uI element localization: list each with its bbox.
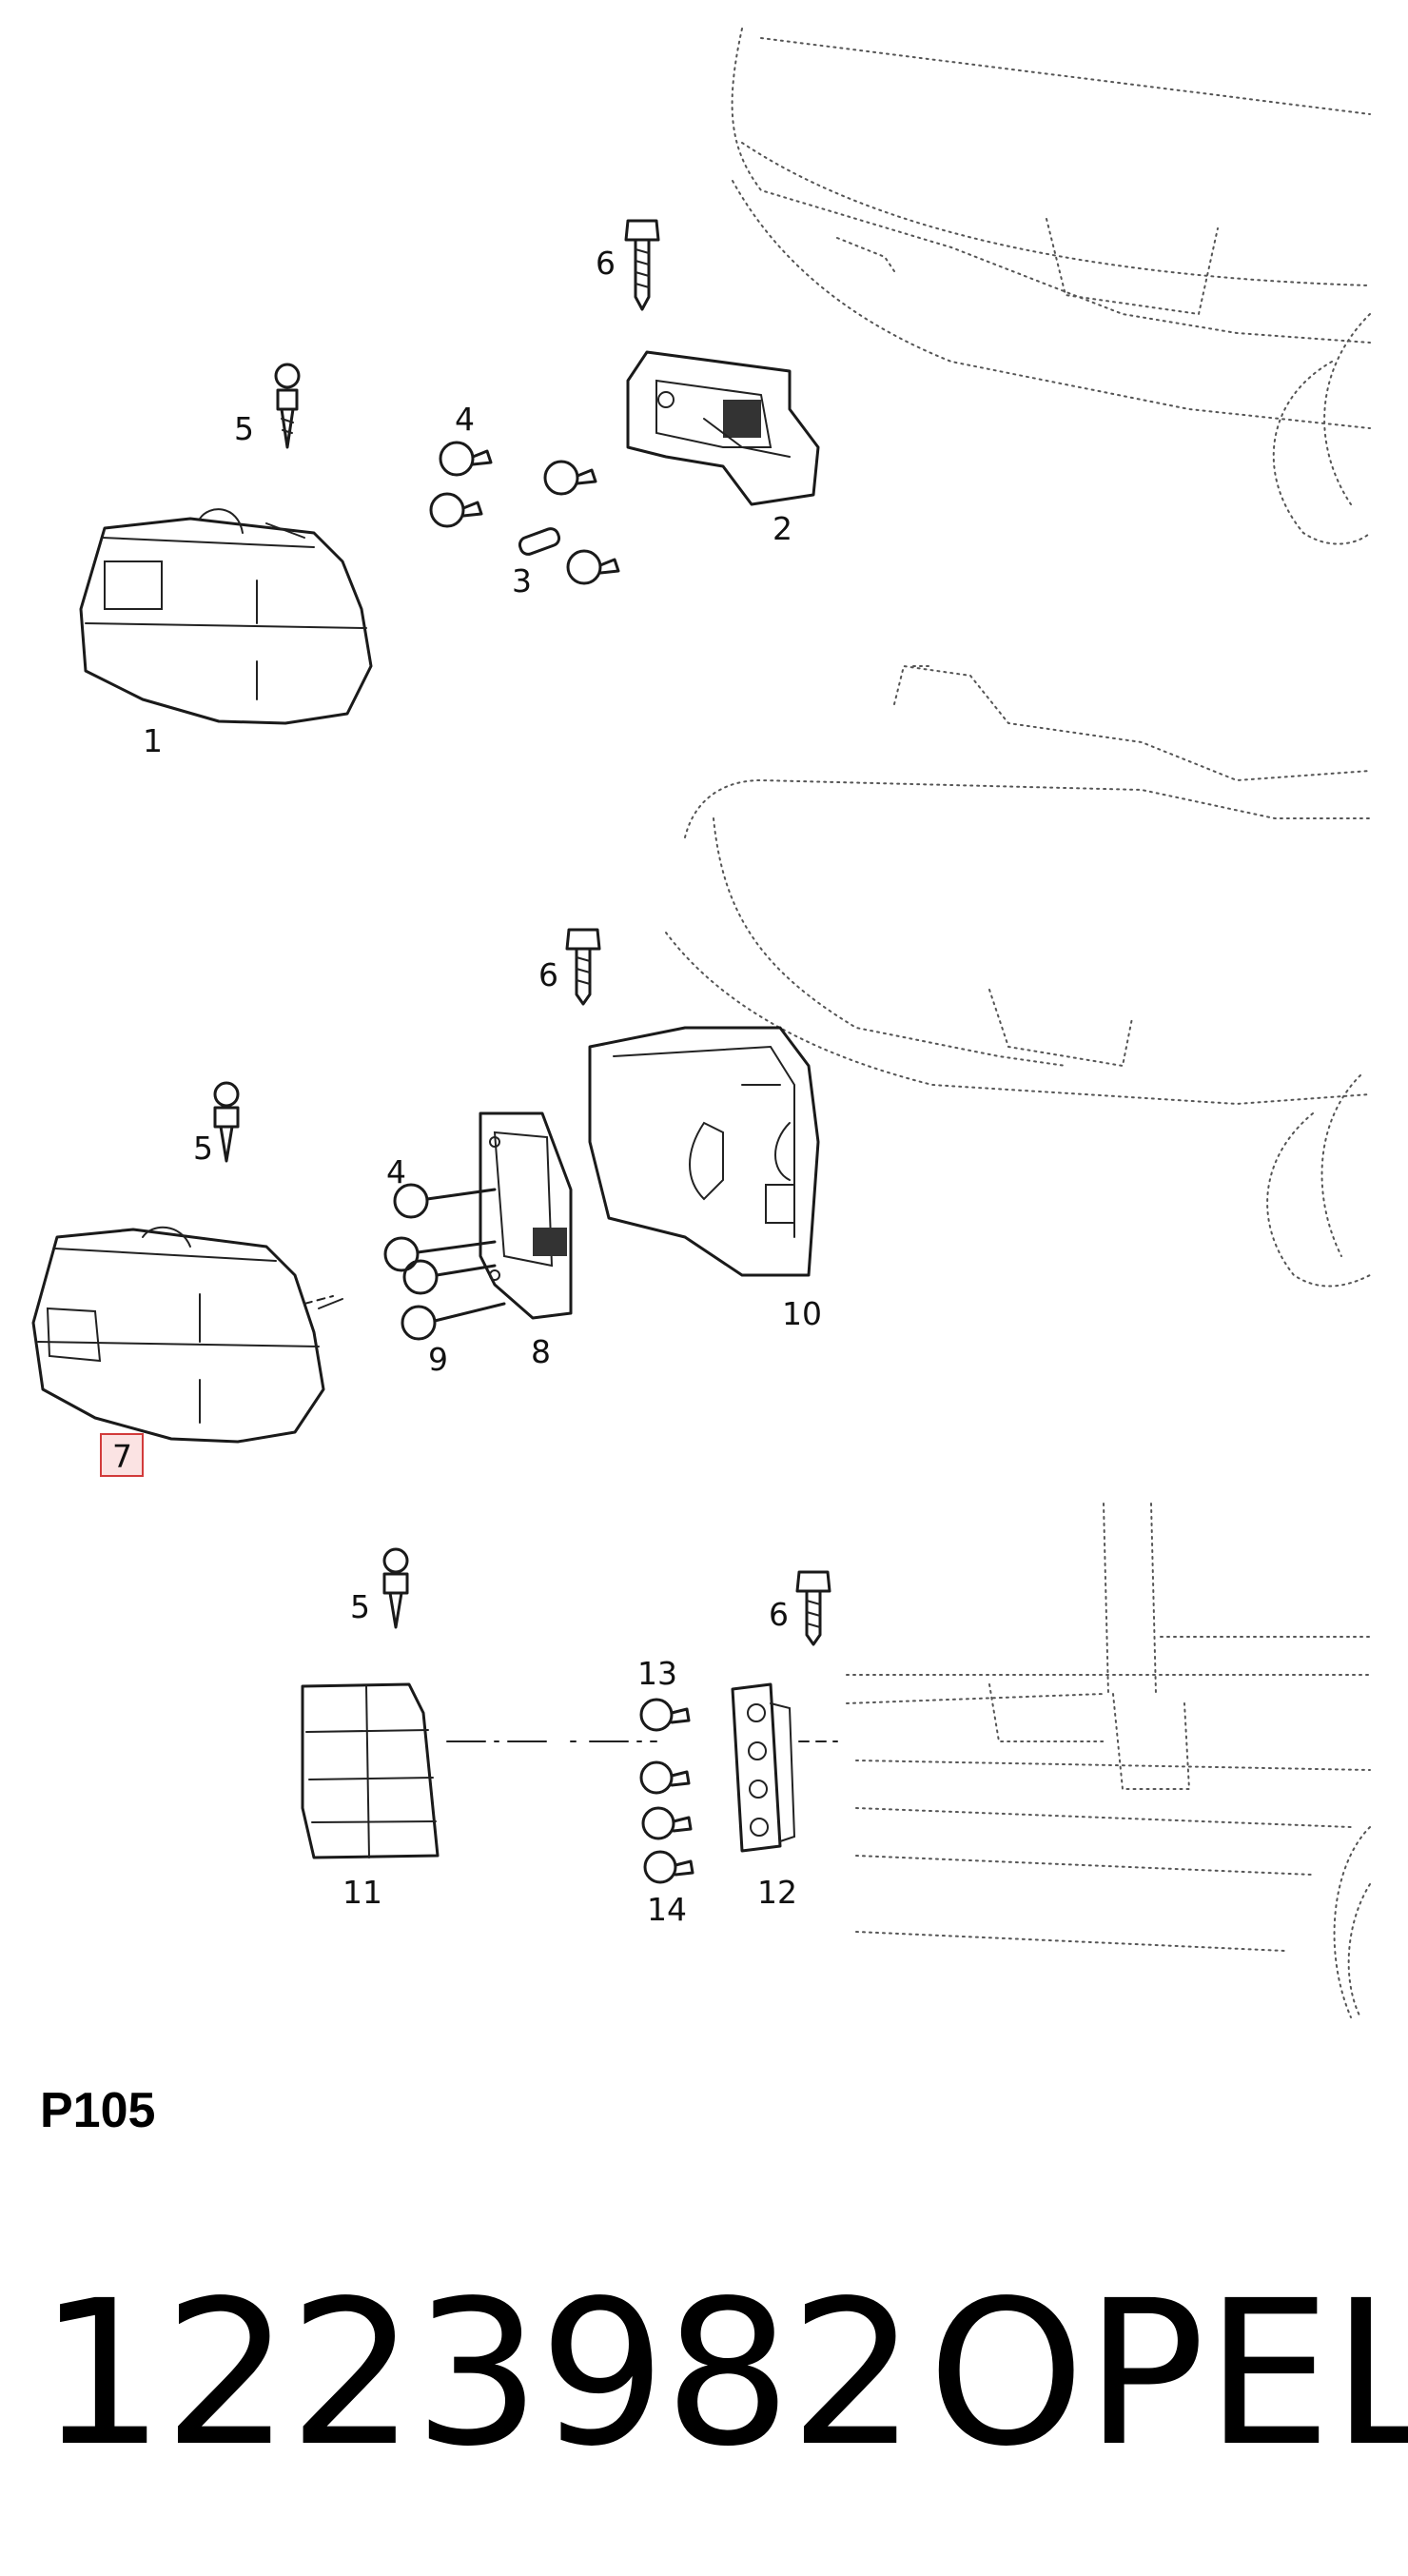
callout-6-top: 6 bbox=[596, 245, 616, 282]
bolt-6-bottom bbox=[795, 1570, 831, 1646]
callout-8: 8 bbox=[531, 1333, 551, 1370]
bulb-holder-8 bbox=[479, 1111, 573, 1320]
car-rear-outline-top bbox=[731, 28, 1371, 545]
bulb-holder-12 bbox=[731, 1682, 796, 1853]
callout-1: 1 bbox=[143, 722, 163, 759]
callout-7-highlight bbox=[100, 1433, 144, 1477]
callout-13: 13 bbox=[637, 1655, 677, 1692]
callout-5-middle: 5 bbox=[193, 1130, 213, 1167]
screw-5-middle bbox=[213, 1081, 240, 1163]
callout-9: 9 bbox=[428, 1341, 448, 1378]
assembly-leader-lines bbox=[303, 1295, 838, 1742]
plate-code: P105 bbox=[40, 2083, 156, 2138]
brand-name: OPEL bbox=[928, 2257, 1408, 2490]
callout-3: 3 bbox=[512, 562, 532, 600]
car-rear-outline-bottom bbox=[846, 1503, 1371, 2018]
callout-10: 10 bbox=[782, 1295, 822, 1332]
screw-5-bottom bbox=[382, 1547, 409, 1629]
bulbs-4-top bbox=[429, 441, 620, 585]
screw-5-top bbox=[274, 363, 301, 449]
lamp-lens-11 bbox=[301, 1682, 440, 1859]
callout-11: 11 bbox=[342, 1874, 382, 1911]
bracket-10 bbox=[588, 1026, 820, 1277]
callout-2: 2 bbox=[772, 510, 792, 547]
callout-4-top: 4 bbox=[455, 401, 475, 438]
callout-6-middle: 6 bbox=[538, 956, 558, 993]
callout-5-top: 5 bbox=[234, 410, 254, 447]
callout-14: 14 bbox=[647, 1891, 687, 1928]
tail-lamp-1 bbox=[79, 508, 373, 725]
callout-5-bottom: 5 bbox=[350, 1588, 370, 1625]
callout-7: 7 bbox=[112, 1438, 132, 1475]
bulb-3-festoon bbox=[518, 527, 561, 556]
callout-4-middle: 4 bbox=[386, 1153, 406, 1190]
car-rear-outline-middle bbox=[665, 664, 1371, 1288]
callout-12: 12 bbox=[757, 1874, 797, 1911]
tail-lamp-7 bbox=[31, 1226, 343, 1444]
bulbs-13-14 bbox=[639, 1698, 694, 1884]
bulbs-4-9-middle bbox=[383, 1183, 506, 1341]
bolt-6-top bbox=[624, 219, 660, 311]
bulb-holder-2 bbox=[626, 350, 820, 506]
callout-6-bottom: 6 bbox=[769, 1596, 789, 1633]
part-number: 1223982 bbox=[38, 2257, 916, 2490]
bolt-6-middle bbox=[565, 928, 601, 1006]
